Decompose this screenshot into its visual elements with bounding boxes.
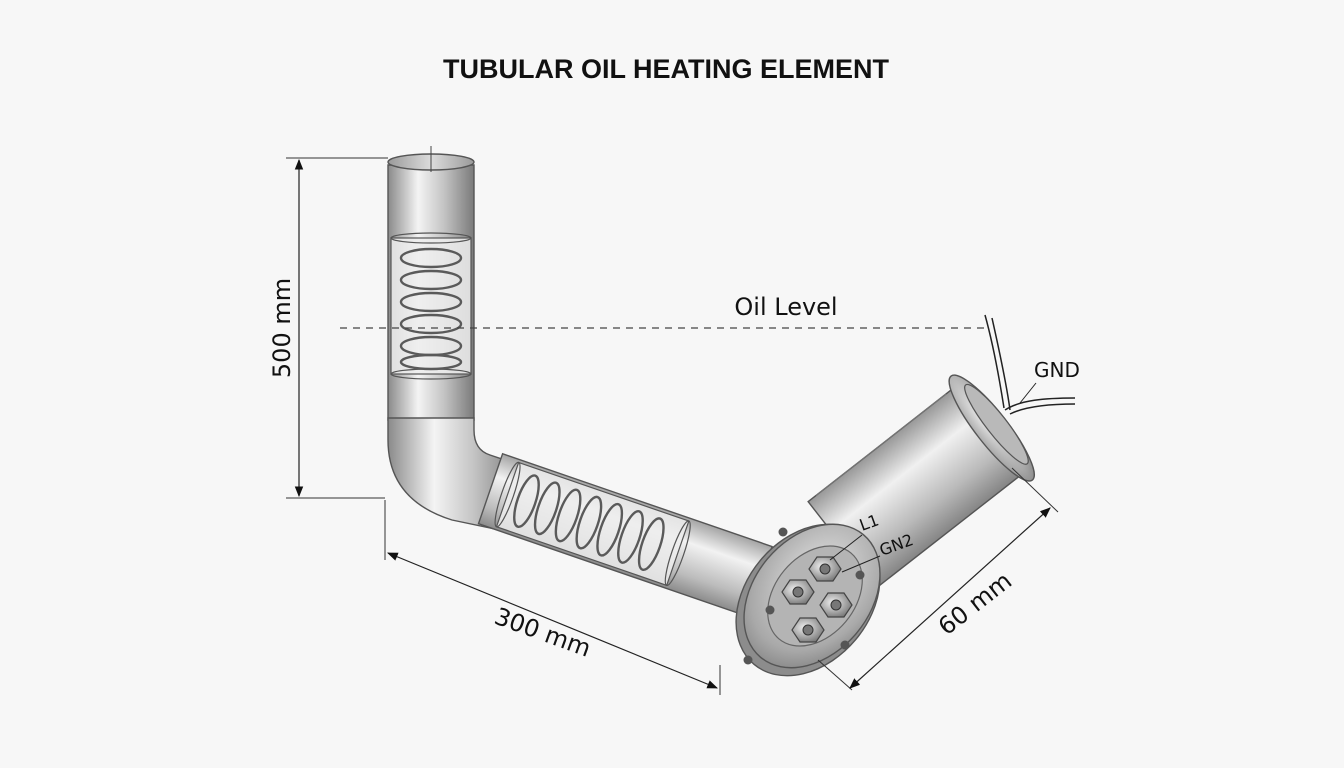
wire-2 (991, 317, 1011, 411)
gnd-wire-2 (1009, 403, 1076, 415)
gnd-label: GND (1034, 358, 1080, 382)
gnd-leader (1019, 382, 1037, 404)
diagonal-tube (477, 452, 773, 618)
terminal-nut-4 (791, 617, 825, 643)
terminal-nut-3 (819, 592, 853, 618)
terminal-nuts (781, 556, 853, 643)
housing-extension-bottom (817, 659, 853, 691)
housing-dimension-line (849, 507, 1051, 689)
gnd-wire (1004, 397, 1076, 411)
length-dimension-line (387, 552, 718, 689)
diagram-title: TUBULAR OIL HEATING ELEMENT (443, 54, 889, 84)
vertical-tube (387, 146, 475, 421)
wire-1 (984, 314, 1005, 409)
terminal-nut-1 (808, 556, 842, 582)
housing-extension-top (1011, 467, 1059, 513)
terminal-nut-2 (781, 579, 815, 605)
oil-level-label: Oil Level (734, 293, 837, 321)
length-dimension-label: 300 mm (491, 602, 595, 663)
housing-dimension-label: 60 mm (933, 567, 1017, 641)
height-dimension-label: 500 mm (268, 278, 296, 378)
heating-coil-vertical (399, 247, 463, 371)
